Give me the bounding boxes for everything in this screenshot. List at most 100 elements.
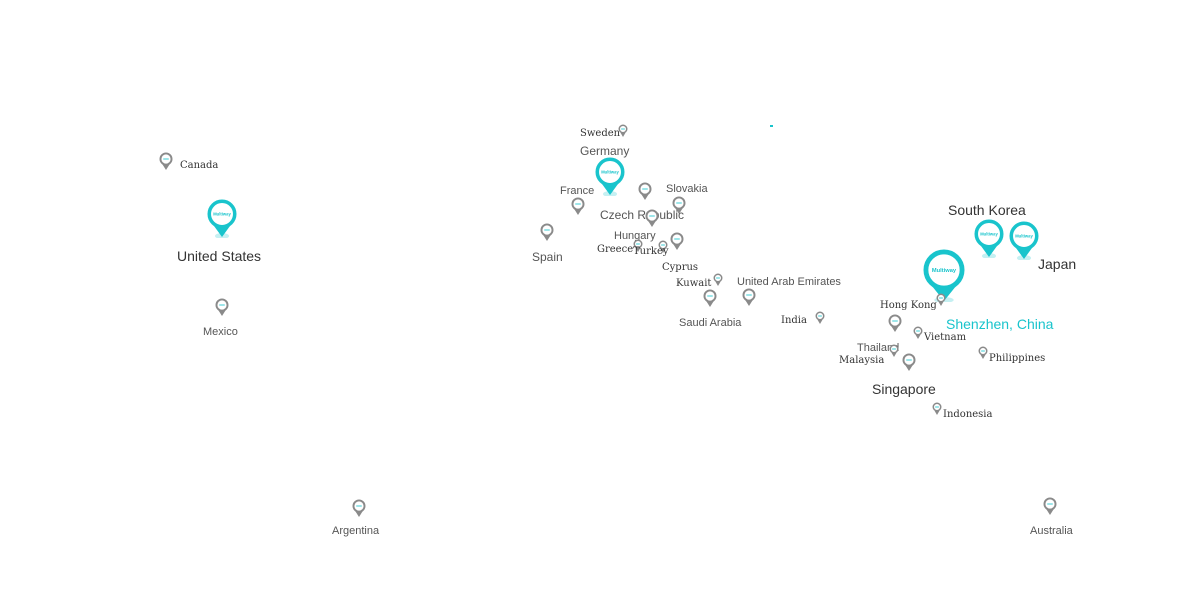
marker-czech-republic[interactable] <box>671 195 687 215</box>
pin-logo-mark <box>707 295 713 297</box>
location-label-france: France <box>560 185 595 197</box>
location-label-turkey: Turkey <box>633 246 669 257</box>
location-label-malaysia: Malaysia <box>839 355 885 366</box>
location-label-cyprus: Cyprus <box>662 262 699 273</box>
map-pin-icon <box>633 239 643 252</box>
map-pin-icon <box>672 196 686 214</box>
pin-logo-mark <box>356 505 362 507</box>
accent-dot <box>770 125 773 127</box>
marker-vietnam[interactable] <box>912 325 924 340</box>
location-label-japan: Japan <box>1038 256 1077 272</box>
location-label-canada: Canada <box>180 160 219 171</box>
pin-logo-mark <box>642 188 648 190</box>
pin-logo-mark <box>892 348 896 350</box>
location-label-czech-republic: Czech Republic <box>600 208 685 222</box>
marker-indonesia[interactable] <box>931 401 943 416</box>
location-label-germany: Germany <box>580 144 630 158</box>
marker-thailand[interactable] <box>887 313 903 333</box>
marker-australia[interactable] <box>1042 496 1058 516</box>
map-pin-icon <box>742 288 756 306</box>
location-label-sweden: Sweden <box>580 128 621 139</box>
pin-logo-mark <box>544 229 550 231</box>
pin-logo-mark <box>649 215 655 217</box>
marker-united-arab-emirates[interactable] <box>741 287 757 307</box>
pin-logo-text: Multiway <box>213 211 231 216</box>
location-label-thailand: Thailand <box>857 342 900 354</box>
map-pin-icon: Multiway <box>974 219 1004 258</box>
pin-logo-mark <box>163 158 169 160</box>
marker-singapore[interactable] <box>901 352 917 372</box>
marker-japan[interactable]: Multiway <box>1008 220 1040 260</box>
marker-spain[interactable] <box>539 222 555 242</box>
location-label-indonesia: Indonesia <box>943 409 993 420</box>
marker-hong-kong[interactable] <box>935 292 947 307</box>
marker-hungary[interactable] <box>644 208 660 228</box>
map-pin-icon <box>703 289 717 307</box>
pin-logo-mark <box>906 359 912 361</box>
marker-kuwait[interactable] <box>712 272 724 287</box>
marker-south-korea[interactable]: Multiway <box>973 218 1005 258</box>
pin-logo-mark <box>575 203 581 205</box>
location-label-india: India <box>781 315 807 326</box>
marker-united-states[interactable]: Multiway <box>206 198 238 238</box>
pin-logo-mark <box>818 315 822 317</box>
pin-logo-text: Multiway <box>932 268 957 274</box>
marker-france[interactable] <box>570 196 586 216</box>
map-pin-icon <box>936 293 946 306</box>
location-label-greece: Greece <box>597 244 634 255</box>
location-label-south-korea: South Korea <box>948 202 1026 218</box>
marker-philippines[interactable] <box>977 345 989 360</box>
marker-sweden[interactable] <box>617 123 629 138</box>
pin-logo-mark <box>674 238 680 240</box>
map-pin-icon <box>713 273 723 286</box>
map-pin-icon <box>902 353 916 371</box>
pin-logo-mark <box>935 406 939 408</box>
pin-logo-mark <box>746 294 752 296</box>
pin-logo-text: Multiway <box>1015 233 1033 238</box>
marker-india[interactable] <box>814 310 826 325</box>
marker-saudi-arabia[interactable] <box>702 288 718 308</box>
marker-argentina[interactable] <box>351 498 367 518</box>
location-label-singapore: Singapore <box>872 381 936 397</box>
map-pin-icon <box>889 344 899 357</box>
pin-logo-mark <box>916 330 920 332</box>
map-pin-icon <box>645 209 659 227</box>
pin-logo-mark <box>621 128 625 130</box>
marker-canada[interactable] <box>158 151 174 171</box>
pin-logo-mark <box>636 243 640 245</box>
marker-greece[interactable] <box>632 238 644 253</box>
pin-logo-mark <box>661 244 665 246</box>
location-label-mexico: Mexico <box>203 326 238 338</box>
map-pin-icon <box>913 326 923 339</box>
marker-slovakia[interactable] <box>637 181 653 201</box>
location-label-argentina: Argentina <box>332 525 380 537</box>
pin-logo-text: Multiway <box>980 231 998 236</box>
pin-logo-mark <box>981 350 985 352</box>
location-label-spain: Spain <box>532 250 563 264</box>
location-label-united-states: United States <box>177 248 262 264</box>
map-pin-icon <box>932 402 942 415</box>
marker-cyprus[interactable] <box>669 231 685 251</box>
map-pin-icon <box>540 223 554 241</box>
location-label-australia: Australia <box>1030 525 1073 537</box>
pin-logo-mark <box>676 202 682 204</box>
location-label-vietnam: Vietnam <box>924 332 967 343</box>
marker-mexico[interactable] <box>214 297 230 317</box>
pin-logo-mark <box>219 304 225 306</box>
map-pin-icon: Multiway <box>595 157 625 196</box>
marker-malaysia[interactable] <box>888 343 900 358</box>
pin-logo-mark <box>892 320 898 322</box>
pin-logo-mark <box>939 297 943 299</box>
marker-germany[interactable]: Multiway <box>594 156 626 196</box>
location-label-kuwait: Kuwait <box>676 278 712 289</box>
marker-turkey[interactable] <box>657 239 669 254</box>
map-pin-icon <box>638 182 652 200</box>
pin-logo-text: Multiway <box>601 169 619 174</box>
location-label-philippines: Philippines <box>989 353 1046 364</box>
location-label-slovakia: Slovakia <box>666 183 708 195</box>
map-pin-icon <box>571 197 585 215</box>
location-label-united-arab-emirates: United Arab Emirates <box>737 276 841 288</box>
map-pin-icon <box>618 124 628 137</box>
location-label-hungary: Hungary <box>614 230 656 242</box>
